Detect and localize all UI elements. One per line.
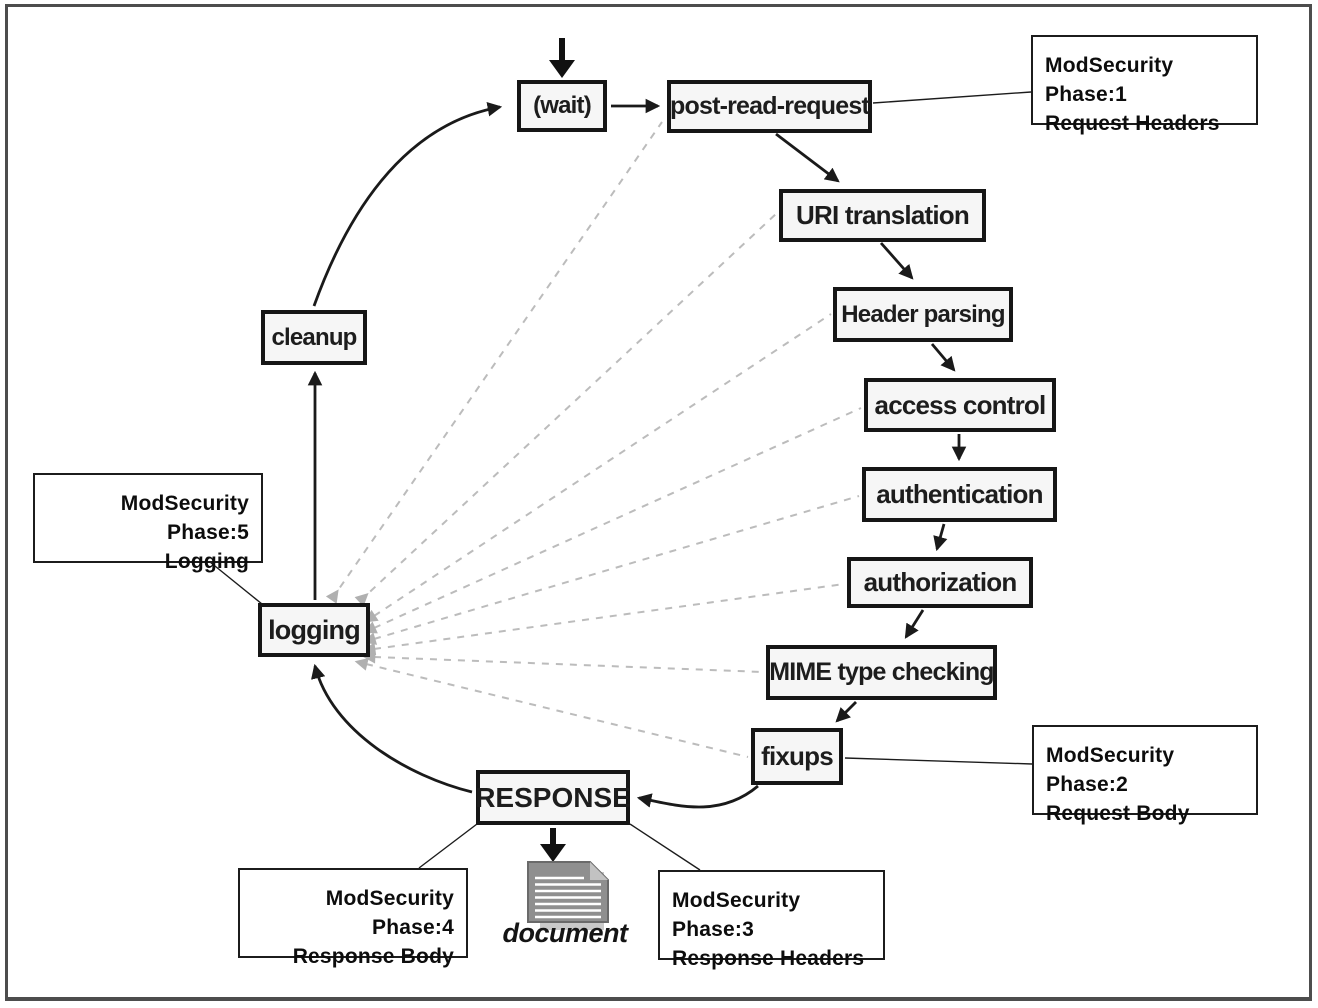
annotation-phase3: ModSecurity Phase:3 Response Headers [658, 870, 885, 970]
node-mime-type-checking-label: MIME type checking [769, 658, 994, 686]
node-header-parsing-label: Header parsing [841, 300, 1005, 328]
leader-phase1 [872, 91, 1032, 104]
edge-fixups-to-response [636, 784, 759, 809]
annotation-phase1-line1: ModSecurity Phase:1 [1045, 54, 1174, 106]
dashed-logging-uri-translation [354, 212, 778, 607]
annotation-phase3-line2: Response Headers [672, 946, 865, 970]
node-cleanup: cleanup [261, 310, 367, 365]
node-cleanup-label: cleanup [271, 323, 357, 351]
node-post-read-request-label: post-read-request [670, 92, 870, 120]
edge-header-parsing-to-access-control [930, 343, 956, 372]
edge-post-read-request-to-uri-translation [775, 132, 840, 183]
response-to-document-arrow-icon [540, 828, 566, 862]
node-fixups: fixups [751, 728, 843, 785]
edge-cleanup-to-wait [312, 102, 503, 307]
edge-authentication-to-authorization [933, 523, 948, 552]
node-logging-label: logging [268, 614, 361, 645]
document-label: document [502, 918, 628, 948]
node-authentication-label: authentication [876, 479, 1043, 509]
dashed-logging-authentication [362, 495, 860, 645]
node-access-control: access control [864, 378, 1056, 432]
annotation-phase5-line1: ModSecurity Phase:5 [120, 492, 249, 544]
node-authorization: authorization [847, 557, 1033, 608]
annotation-phase2: ModSecurity Phase:2 Request Body [1032, 725, 1258, 825]
node-header-parsing: Header parsing [833, 287, 1013, 342]
dashed-logging-access-control [363, 407, 862, 634]
annotation-phase1: ModSecurity Phase:1 Request Headers [1031, 35, 1258, 135]
annotation-phase3-line1: ModSecurity Phase:3 [672, 889, 801, 941]
annotation-phase2-line1: ModSecurity Phase:2 [1046, 744, 1175, 796]
node-fixups-label: fixups [761, 741, 834, 771]
annotation-phase5: ModSecurity Phase:5 Logging [33, 473, 263, 573]
node-access-control-label: access control [874, 389, 1047, 420]
annotation-phase4-line2: Response Body [292, 944, 454, 968]
annotation-phase4-line1: ModSecurity Phase:4 [325, 887, 454, 939]
dashed-logging-fixups [354, 657, 749, 758]
node-logging: logging [258, 603, 370, 657]
edge-response-to-logging [311, 663, 473, 794]
leader-phase3 [629, 823, 701, 871]
annotation-phase2-line2: Request Body [1046, 801, 1190, 825]
edge-uri-translation-to-header-parsing [879, 242, 914, 280]
document-icon [527, 861, 609, 930]
node-mime-type-checking: MIME type checking [766, 645, 997, 700]
dashed-logging-authorization [362, 583, 845, 656]
annotation-phase4: ModSecurity Phase:4 Response Body [238, 868, 468, 968]
node-authentication: authentication [862, 467, 1057, 522]
entry-arrow-icon [549, 38, 575, 78]
node-response-label: RESPONSE [475, 781, 631, 813]
annotation-phase5-line2: Logging [164, 549, 249, 573]
node-uri-translation: URI translation [779, 189, 986, 242]
leader-phase5 [209, 561, 263, 605]
edge-mime-type-checking-to-fixups [835, 701, 857, 723]
node-authorization-label: authorization [863, 567, 1018, 597]
node-wait-label: (wait) [533, 92, 592, 119]
node-response: RESPONSE [475, 770, 631, 825]
dashed-logging-post-read-request [325, 121, 663, 604]
edge-authorization-to-mime-type-checking [904, 609, 925, 639]
annotation-phase1-line2: Request Headers [1045, 111, 1220, 135]
leader-phase2 [844, 757, 1033, 765]
leader-phase4 [418, 823, 478, 869]
node-post-read-request: post-read-request [667, 80, 872, 133]
node-uri-translation-label: URI translation [796, 200, 970, 230]
node-wait: (wait) [517, 80, 607, 132]
dashed-logging-mime-type-checking [362, 650, 764, 673]
